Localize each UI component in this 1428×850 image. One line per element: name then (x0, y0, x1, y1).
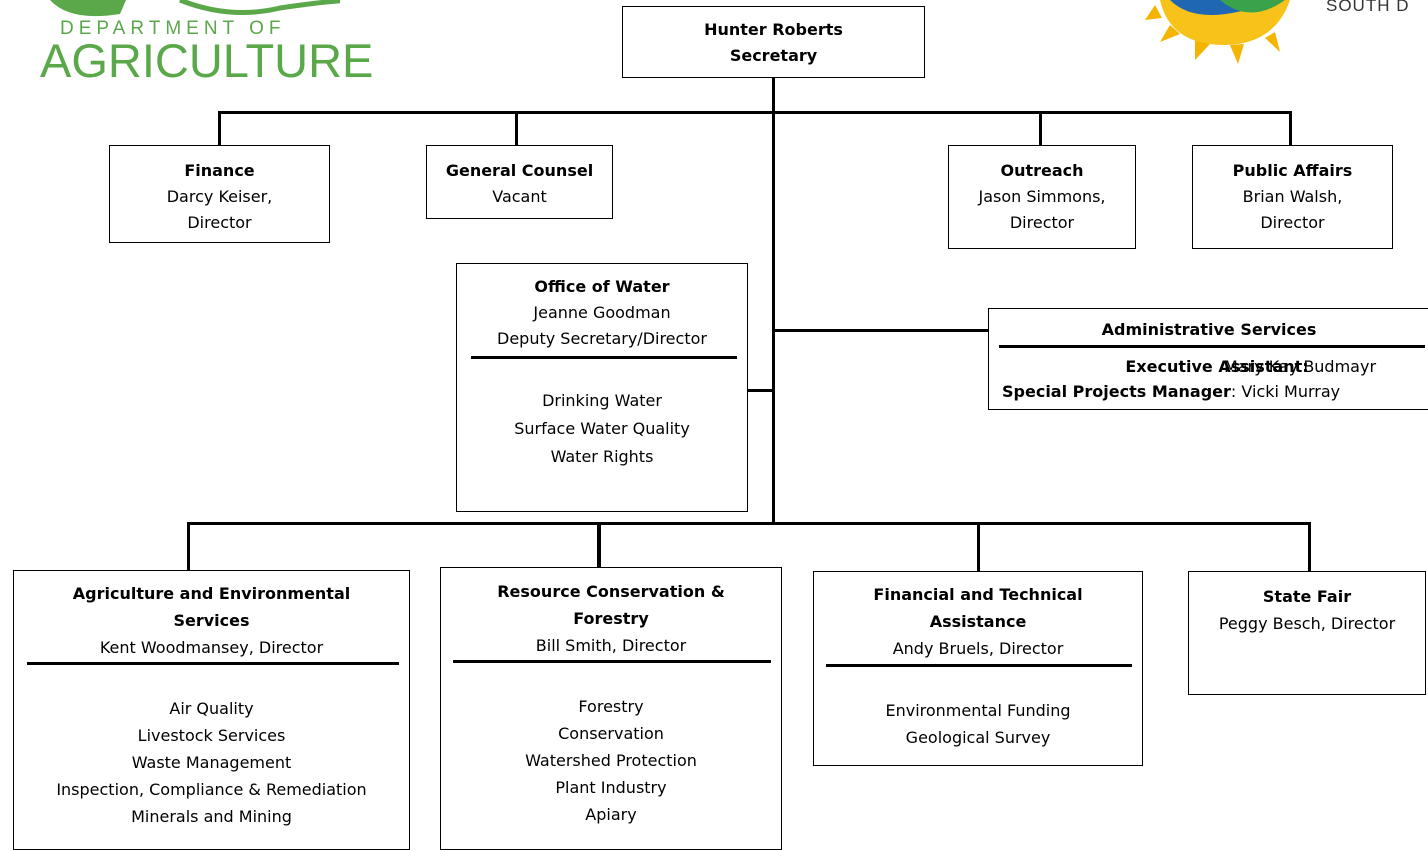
office-of-water-title: Office of Water (534, 277, 670, 296)
finance-name: Darcy Keiser, (166, 187, 273, 206)
division-program-item: Watershed Protection (525, 751, 697, 770)
division-program-item: Geological Survey (905, 728, 1051, 747)
division-program-item: Livestock Services (137, 726, 286, 745)
office-of-water-name: Jeanne Goodman (533, 303, 671, 322)
public-affairs-box: Public Affairs Brian Walsh, Director (1192, 145, 1393, 249)
public-affairs-title: Public Affairs (1232, 161, 1353, 180)
public-affairs-role: Director (1260, 213, 1325, 232)
division-title-line1: Agriculture and Environmental (72, 584, 351, 603)
division-title-line1: Resource Conservation & (497, 582, 725, 601)
secretary-title: Secretary (729, 46, 818, 65)
division-program-item: Plant Industry (555, 778, 667, 797)
division-program-item: Waste Management (131, 753, 292, 772)
special-projects-name: : Vicki Murray (1230, 382, 1341, 401)
general-counsel-box: General Counsel Vacant (426, 145, 613, 219)
general-counsel-name: Vacant (492, 187, 547, 206)
outreach-box: Outreach Jason Simmons, Director (948, 145, 1136, 249)
outreach-name: Jason Simmons, (978, 187, 1106, 206)
outreach-role: Director (1009, 213, 1075, 232)
water-program-item: Surface Water Quality (514, 419, 690, 438)
division-divider (453, 660, 771, 663)
public-affairs-name: Brian Walsh, (1242, 187, 1343, 206)
division-program-item: Environmental Funding (885, 701, 1071, 720)
division-title-line1: Financial and Technical (873, 585, 1083, 604)
logo-swash-graphic (50, 0, 340, 17)
water-program-item: Drinking Water (542, 391, 662, 410)
administrative-services-divider (999, 345, 1425, 348)
secretary-box: Hunter Roberts Secretary (622, 6, 925, 78)
office-of-water-role: Deputy Secretary/Director (497, 329, 707, 348)
logo-department-of-text: DEPARTMENT OF (60, 18, 286, 39)
special-projects-label: Special Projects Manager (1002, 382, 1231, 401)
executive-assistant-label: Executive Assistant: (1125, 357, 1309, 376)
finance-box: Finance Darcy Keiser, Director (109, 145, 330, 243)
division-title-line2: Services (173, 611, 250, 630)
division-program-item: Forestry (578, 697, 644, 716)
administrative-services-box: Administrative Services Executive Assist… (988, 308, 1428, 410)
division-director: Kent Woodmansey, Director (99, 638, 324, 657)
division-director: Andy Bruels, Director (892, 639, 1064, 658)
division-box-agriculture-environmental: Agriculture and Environmental Services K… (13, 570, 410, 850)
general-counsel-title: General Counsel (445, 161, 594, 180)
state-name-text: SOUTH D (1326, 0, 1410, 15)
division-program-item: Conservation (558, 724, 664, 743)
finance-title: Finance (184, 161, 255, 180)
division-divider (826, 664, 1132, 667)
administrative-services-title: Administrative Services (1101, 320, 1317, 339)
logo-agriculture-text: AGRICULTURE (40, 34, 374, 87)
division-box-state-fair: State Fair Peggy Besch, Director (1188, 571, 1426, 695)
division-divider (27, 662, 399, 665)
water-program-item: Water Rights (550, 447, 654, 466)
special-projects-row: Special Projects Manager: Vicki Murray (1002, 379, 1340, 405)
executive-assistant-row: Executive Assistant: Mary Kay Budmayr (1002, 354, 1428, 380)
secretary-name: Hunter Roberts (704, 20, 843, 39)
division-title-line2: Forestry (573, 609, 649, 628)
division-box-resource-conservation: Resource Conservation & Forestry Bill Sm… (440, 567, 782, 850)
outreach-title: Outreach (1000, 161, 1084, 180)
office-of-water-box: Office of Water Jeanne Goodman Deputy Se… (456, 263, 748, 512)
division-program-item: Minerals and Mining (131, 807, 292, 826)
division-title-line1: State Fair (1262, 587, 1352, 606)
division-director: Peggy Besch, Director (1218, 614, 1396, 633)
division-box-financial-technical: Financial and Technical Assistance Andy … (813, 571, 1143, 766)
division-program-item: Inspection, Compliance & Remediation (56, 780, 367, 799)
division-director: Bill Smith, Director (535, 636, 687, 655)
division-title-line2: Assistance (929, 612, 1027, 631)
state-sun-emblem-icon (1145, 0, 1290, 64)
finance-role: Director (187, 213, 252, 232)
division-program-item: Apiary (585, 805, 637, 824)
division-program-item: Air Quality (169, 699, 254, 718)
office-of-water-divider (471, 356, 737, 359)
executive-assistant-name: Mary Kay Budmayr (1224, 357, 1377, 376)
